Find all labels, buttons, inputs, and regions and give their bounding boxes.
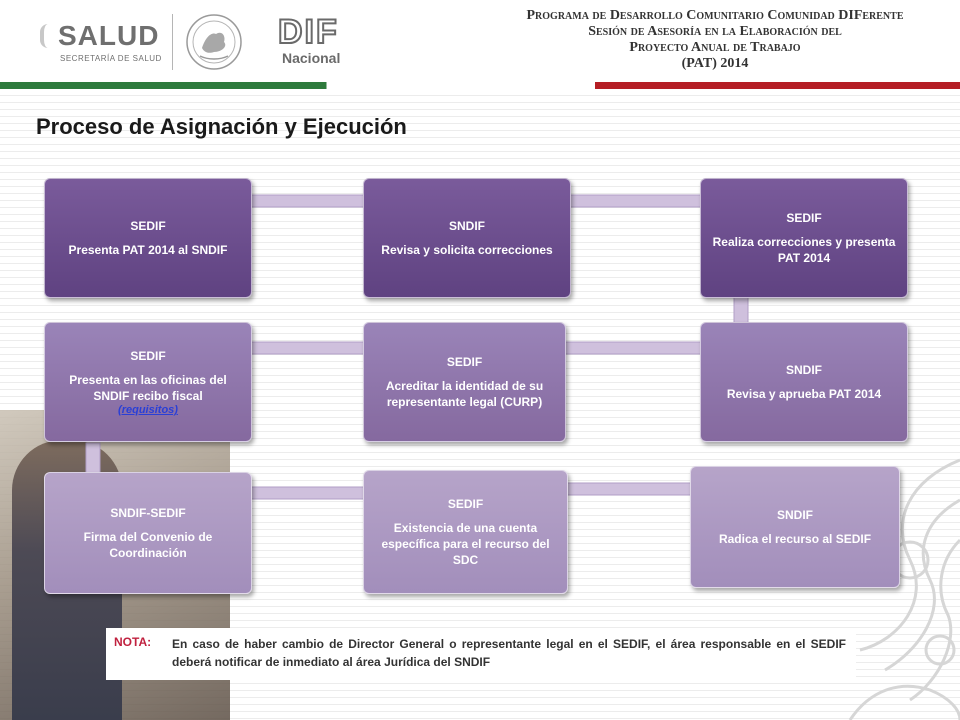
connector-8-9	[565, 482, 695, 496]
dif-logo-text: DIF	[277, 13, 339, 51]
ornament-icon	[848, 458, 960, 720]
connector-6-7	[85, 442, 101, 474]
node-text: Acreditar la identidad de su representan…	[385, 379, 544, 409]
note-text: En caso de haber cambio de Director Gene…	[172, 637, 846, 669]
connector-7-8	[249, 486, 367, 500]
node-text: Presenta PAT 2014 al SNDIF	[68, 243, 228, 257]
connector-3-4	[733, 295, 749, 325]
header: SALUD SECRETARÍA DE SALUD DIF Nacional P…	[0, 0, 960, 82]
node-text: Existencia de una cuenta específica para…	[381, 521, 550, 567]
flag-stripe	[0, 82, 960, 89]
node-sedif-presenta-recibo: SEDIF Presenta en las oficinas del SNDIF…	[44, 322, 252, 442]
node-text: Presenta en las oficinas del SNDIF recib…	[69, 373, 227, 403]
salud-logo-subtitle: SECRETARÍA DE SALUD	[60, 54, 162, 63]
salud-mark-icon	[40, 24, 58, 48]
node-actor: SEDIF	[130, 219, 166, 233]
node-actor: SNDIF-SEDIF	[110, 506, 186, 520]
page-title: Proceso de Asignación y Ejecución	[36, 114, 407, 139]
header-divider	[172, 14, 173, 70]
node-sndif-revisa-solicita: SNDIF Revisa y solicita correcciones	[363, 178, 571, 298]
note-box: NOTA: En caso de haber cambio de Directo…	[106, 628, 856, 680]
salud-logo: SALUD SECRETARÍA DE SALUD	[40, 14, 165, 66]
node-actor: SEDIF	[447, 497, 484, 511]
program-line: Programa de Desarrollo Comunitario Comun…	[526, 8, 904, 23]
node-sedif-acreditar-identidad: SEDIF Acreditar la identidad de su repre…	[363, 322, 566, 442]
node-text: Radica el recurso al SEDIF	[718, 532, 872, 546]
connector-5-6	[249, 341, 366, 355]
node-text: Firma del Convenio de Coordinación	[83, 530, 213, 560]
program-title: Programa de Desarrollo Comunitario Comun…	[505, 8, 925, 72]
dif-logo-subtitle: Nacional	[282, 50, 341, 66]
program-line: Proyecto Anual de Trabajo	[629, 40, 801, 55]
node-actor: SEDIF	[786, 211, 822, 225]
node-sndif-revisa-aprueba: SNDIF Revisa y aprueba PAT 2014	[700, 322, 908, 442]
node-actor: SEDIF	[130, 349, 166, 363]
requisitos-link[interactable]: (requisitos)	[118, 404, 178, 416]
connector-4-5	[563, 341, 703, 355]
program-line: (PAT) 2014	[681, 56, 749, 71]
node-actor: SEDIF	[446, 355, 483, 369]
node-actor: SNDIF	[777, 508, 813, 522]
salud-logo-text: SALUD	[58, 20, 160, 51]
node-sedif-realiza-correcciones: SEDIF Realiza correcciones y presenta PA…	[700, 178, 908, 298]
dif-logo: DIF Nacional	[277, 13, 358, 70]
connector-2-3	[567, 194, 704, 208]
node-text: Realiza correcciones y presenta PAT 2014	[712, 235, 896, 265]
node-radica-recurso: SNDIF Radica el recurso al SEDIF	[690, 466, 900, 588]
node-sedif-presenta-pat: SEDIF Presenta PAT 2014 al SNDIF	[44, 178, 252, 298]
node-text: Revisa y solicita correcciones	[381, 243, 553, 257]
mexico-seal-icon	[186, 14, 242, 70]
program-line: Sesión de Asesoría en la Elaboración del	[588, 24, 842, 39]
node-firma-convenio: SNDIF-SEDIF Firma del Convenio de Coordi…	[44, 472, 252, 594]
node-actor: SNDIF	[786, 363, 822, 377]
node-cuenta-especifica: SEDIF Existencia de una cuenta específic…	[363, 470, 568, 594]
connector-1-2	[249, 194, 369, 208]
note-label: NOTA:	[114, 635, 152, 649]
node-text: Revisa y aprueba PAT 2014	[726, 387, 882, 401]
node-actor: SNDIF	[449, 219, 485, 233]
